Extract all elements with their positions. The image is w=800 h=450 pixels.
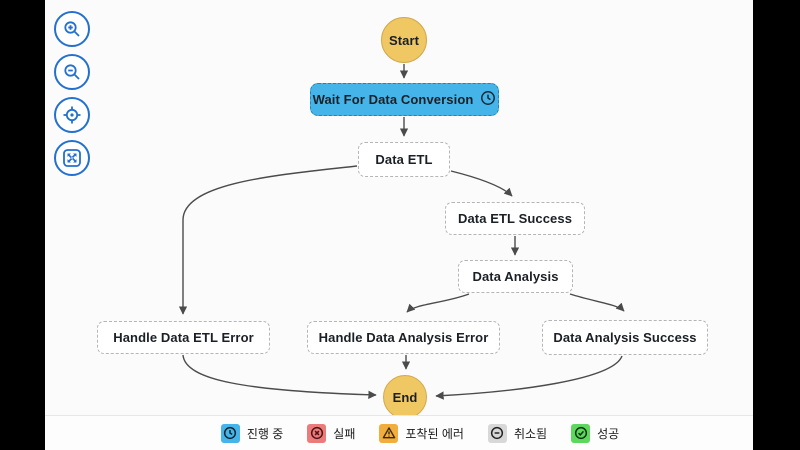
legend-item-caught-error: 포착된 에러 (379, 423, 464, 443)
workflow-canvas[interactable]: Start Wait For Data Conversion Data ETL … (45, 0, 753, 450)
status-legend: 진행 중 실패 포착된 에러 (45, 415, 753, 450)
node-handle-data-etl-error-label: Handle Data ETL Error (113, 330, 254, 345)
fit-fullscreen-button[interactable] (54, 140, 90, 176)
zoom-in-button[interactable] (54, 11, 90, 47)
node-data-analysis-success[interactable]: Data Analysis Success (542, 320, 708, 355)
crosshair-icon (62, 105, 82, 125)
node-start-label: Start (388, 32, 420, 48)
edge-analysis-handleanalysiserror (406, 293, 470, 313)
node-wait-for-data-conversion[interactable]: Wait For Data Conversion (310, 83, 499, 116)
canvas-controls (54, 11, 90, 176)
legend-label: 포착된 에러 (405, 426, 464, 441)
node-data-analysis-success-label: Data Analysis Success (553, 330, 697, 345)
node-data-etl-label: Data ETL (375, 152, 433, 167)
node-data-analysis[interactable]: Data Analysis (458, 260, 573, 293)
node-handle-data-etl-error[interactable]: Handle Data ETL Error (97, 321, 270, 354)
magnifier-plus-icon (62, 19, 82, 39)
node-end[interactable]: End (383, 375, 427, 419)
edge-etl-etlsuccess (450, 170, 513, 197)
clock-icon (480, 90, 496, 109)
legend-label: 취소됨 (513, 426, 548, 441)
edge-analysissuccess-end (435, 355, 623, 400)
legend-item-failed: 실패 (307, 423, 356, 443)
legend-label: 성공 (597, 426, 620, 441)
zoom-out-button[interactable] (54, 54, 90, 90)
node-data-analysis-label: Data Analysis (472, 269, 559, 284)
edge-handleerror-end (182, 354, 377, 399)
clock-icon (220, 423, 240, 443)
error-x-circle-icon (307, 423, 327, 443)
legend-item-success: 성공 (571, 423, 620, 443)
node-data-etl[interactable]: Data ETL (358, 142, 450, 177)
node-data-etl-success-label: Data ETL Success (457, 211, 573, 226)
warning-triangle-icon (379, 423, 399, 443)
minus-circle-icon (487, 423, 507, 443)
expand-arrows-icon (62, 148, 82, 168)
edge-etl-handleerror (178, 165, 358, 315)
magnifier-minus-icon (62, 62, 82, 82)
check-circle-icon (571, 423, 591, 443)
legend-item-in-progress: 진행 중 (220, 423, 284, 443)
node-handle-data-analysis-error-label: Handle Data Analysis Error (318, 330, 489, 345)
edge-analysis-analysissuccess (569, 293, 625, 312)
legend-item-cancelled: 취소됨 (487, 423, 548, 443)
legend-label: 진행 중 (246, 426, 284, 441)
node-start[interactable]: Start (381, 17, 427, 63)
legend-label: 실패 (333, 426, 356, 441)
node-handle-data-analysis-error[interactable]: Handle Data Analysis Error (307, 321, 500, 354)
center-view-button[interactable] (54, 97, 90, 133)
node-data-etl-success[interactable]: Data ETL Success (445, 202, 585, 235)
node-end-label: End (392, 389, 418, 405)
node-wait-label: Wait For Data Conversion (312, 92, 474, 107)
